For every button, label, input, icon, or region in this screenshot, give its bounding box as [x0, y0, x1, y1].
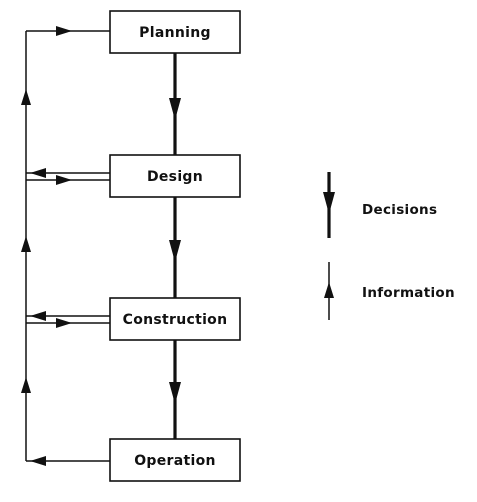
node-planning-label: Planning — [139, 25, 211, 41]
legend-information-arrow — [324, 282, 334, 298]
node-planning: Planning — [109, 10, 241, 54]
decision-arrow-planning-to-design — [169, 53, 181, 155]
node-design-label: Design — [147, 169, 203, 185]
legend-information: Information — [324, 262, 455, 320]
decision-arrow-construction-to-operation — [169, 340, 181, 439]
node-construction-label: Construction — [123, 312, 228, 328]
legend: Decisions Information — [323, 172, 455, 320]
legend-decisions-label: Decisions — [362, 202, 437, 218]
node-construction: Construction — [109, 297, 241, 341]
decision-arrow-design-to-construction — [169, 197, 181, 298]
node-design: Design — [109, 154, 241, 198]
legend-decisions: Decisions — [323, 172, 437, 238]
node-operation: Operation — [109, 438, 241, 482]
legend-decisions-arrow — [323, 192, 335, 214]
node-operation-box — [109, 438, 241, 482]
information-exchange-design — [26, 168, 110, 185]
node-design-box — [109, 154, 241, 198]
node-operation-label: Operation — [134, 453, 216, 469]
information-arrow-operation — [26, 456, 110, 466]
information-exchange-construction — [26, 311, 110, 328]
legend-information-label: Information — [362, 285, 455, 301]
node-planning-box — [109, 10, 241, 54]
information-feedback-line — [21, 26, 110, 461]
